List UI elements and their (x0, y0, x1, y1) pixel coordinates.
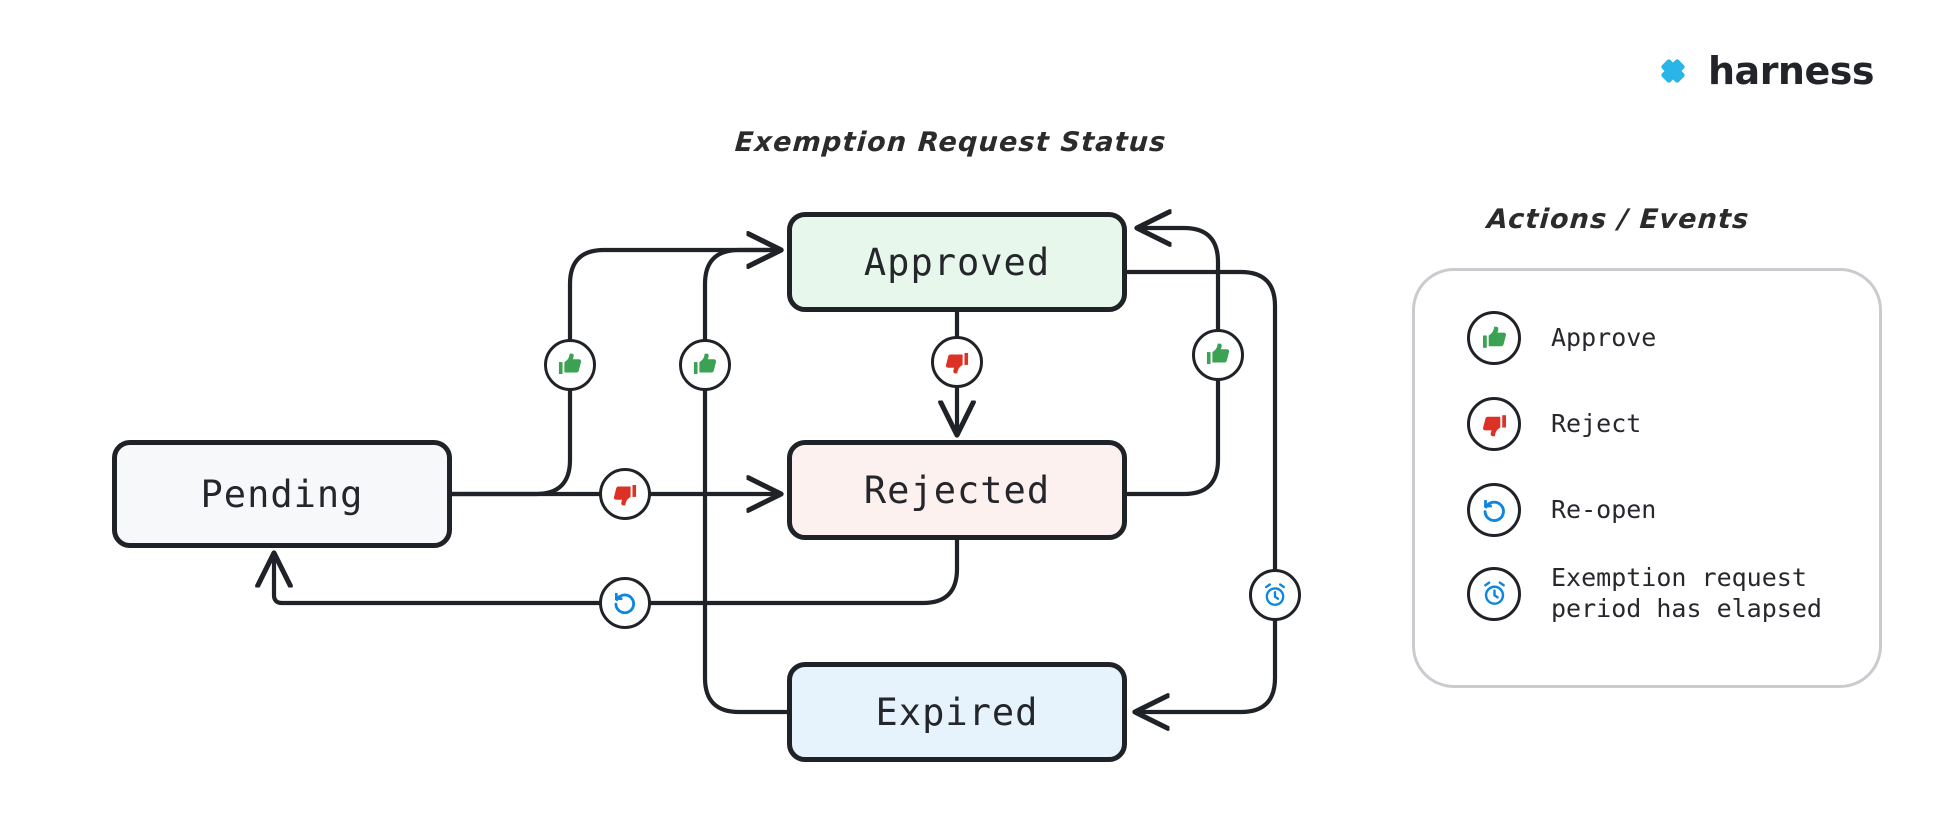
state-label: Rejected (863, 468, 1051, 512)
thumbs-down-icon (1482, 414, 1506, 436)
alarm-clock-icon (1264, 583, 1286, 606)
alarm-clock-icon (1483, 581, 1505, 605)
legend-item-elapsed: Exemption request period has elapsed (1467, 563, 1822, 624)
legend-badge-reopen (1467, 483, 1521, 537)
legend-panel: Approve Reject Re-open (1412, 268, 1882, 688)
legend-label: Exemption request period has elapsed (1551, 563, 1822, 623)
legend-item-reopen: Re-open (1467, 483, 1656, 537)
legend-badge-reject (1467, 397, 1521, 451)
state-node-expired[interactable]: Expired (787, 662, 1127, 762)
thumbs-up-icon (693, 353, 717, 374)
state-label: Pending (200, 472, 364, 516)
reopen-icon (614, 592, 635, 615)
edge-badge-approve-expired-approved[interactable] (679, 339, 731, 391)
edge-badge-reopen-rejected-pending[interactable] (599, 577, 651, 629)
thumbs-up-icon (558, 353, 582, 374)
thumbs-down-icon (945, 353, 969, 374)
brand-name: harness (1708, 49, 1875, 93)
edge-badge-approve-pending-approved[interactable] (544, 339, 596, 391)
thumbs-down-icon (613, 485, 637, 506)
legend-label: Re-open (1551, 494, 1657, 524)
harness-diamond-logo-icon (1661, 59, 1685, 83)
thumbs-up-icon (1206, 343, 1230, 364)
harness-logo: harness (1650, 48, 1875, 94)
legend-label: Approve (1551, 322, 1657, 352)
edge-expired-to-approved (702, 250, 790, 715)
edge-badge-reject-pending-rejected[interactable] (599, 468, 651, 520)
edge-badge-reject-approved-rejected[interactable] (931, 336, 983, 388)
edge-badge-approve-rejected-approved[interactable] (1192, 329, 1244, 381)
thumbs-up-icon (1482, 326, 1506, 348)
edge-approved-to-expired (1124, 269, 1278, 712)
state-label: Expired (875, 690, 1039, 734)
legend-badge-elapsed (1467, 566, 1521, 621)
edge-badge-elapsed-approved-expired[interactable] (1249, 569, 1301, 621)
legend-item-reject: Reject (1467, 397, 1641, 451)
state-node-approved[interactable]: Approved (787, 212, 1127, 312)
state-node-rejected[interactable]: Rejected (787, 440, 1127, 540)
reopen-icon (1483, 499, 1505, 522)
legend-item-approve: Approve (1467, 311, 1656, 365)
legend-label: Reject (1551, 408, 1642, 438)
state-node-pending[interactable]: Pending (112, 440, 452, 548)
state-label: Approved (863, 240, 1051, 284)
legend-badge-approve (1467, 311, 1521, 365)
